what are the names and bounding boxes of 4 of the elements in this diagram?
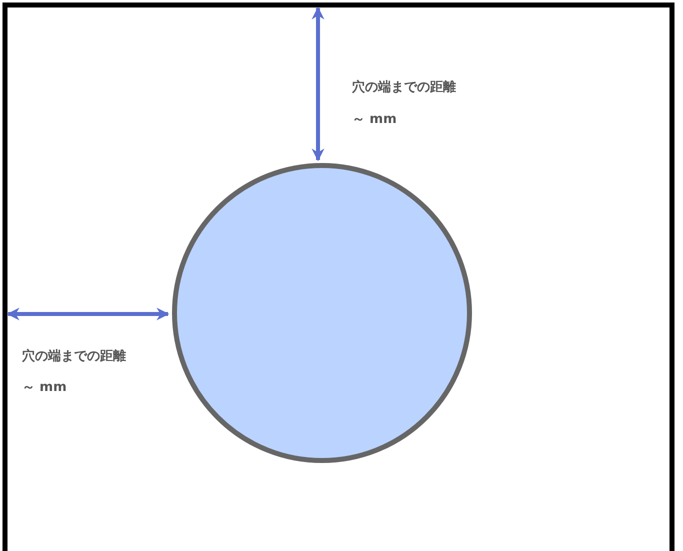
dimension-label: ～ mm <box>22 380 67 396</box>
dimension-label: ～ mm <box>352 112 397 128</box>
dimension-label: 穴の端までの距離 <box>22 349 126 365</box>
dimension-label: 穴の端までの距離 <box>352 80 456 96</box>
